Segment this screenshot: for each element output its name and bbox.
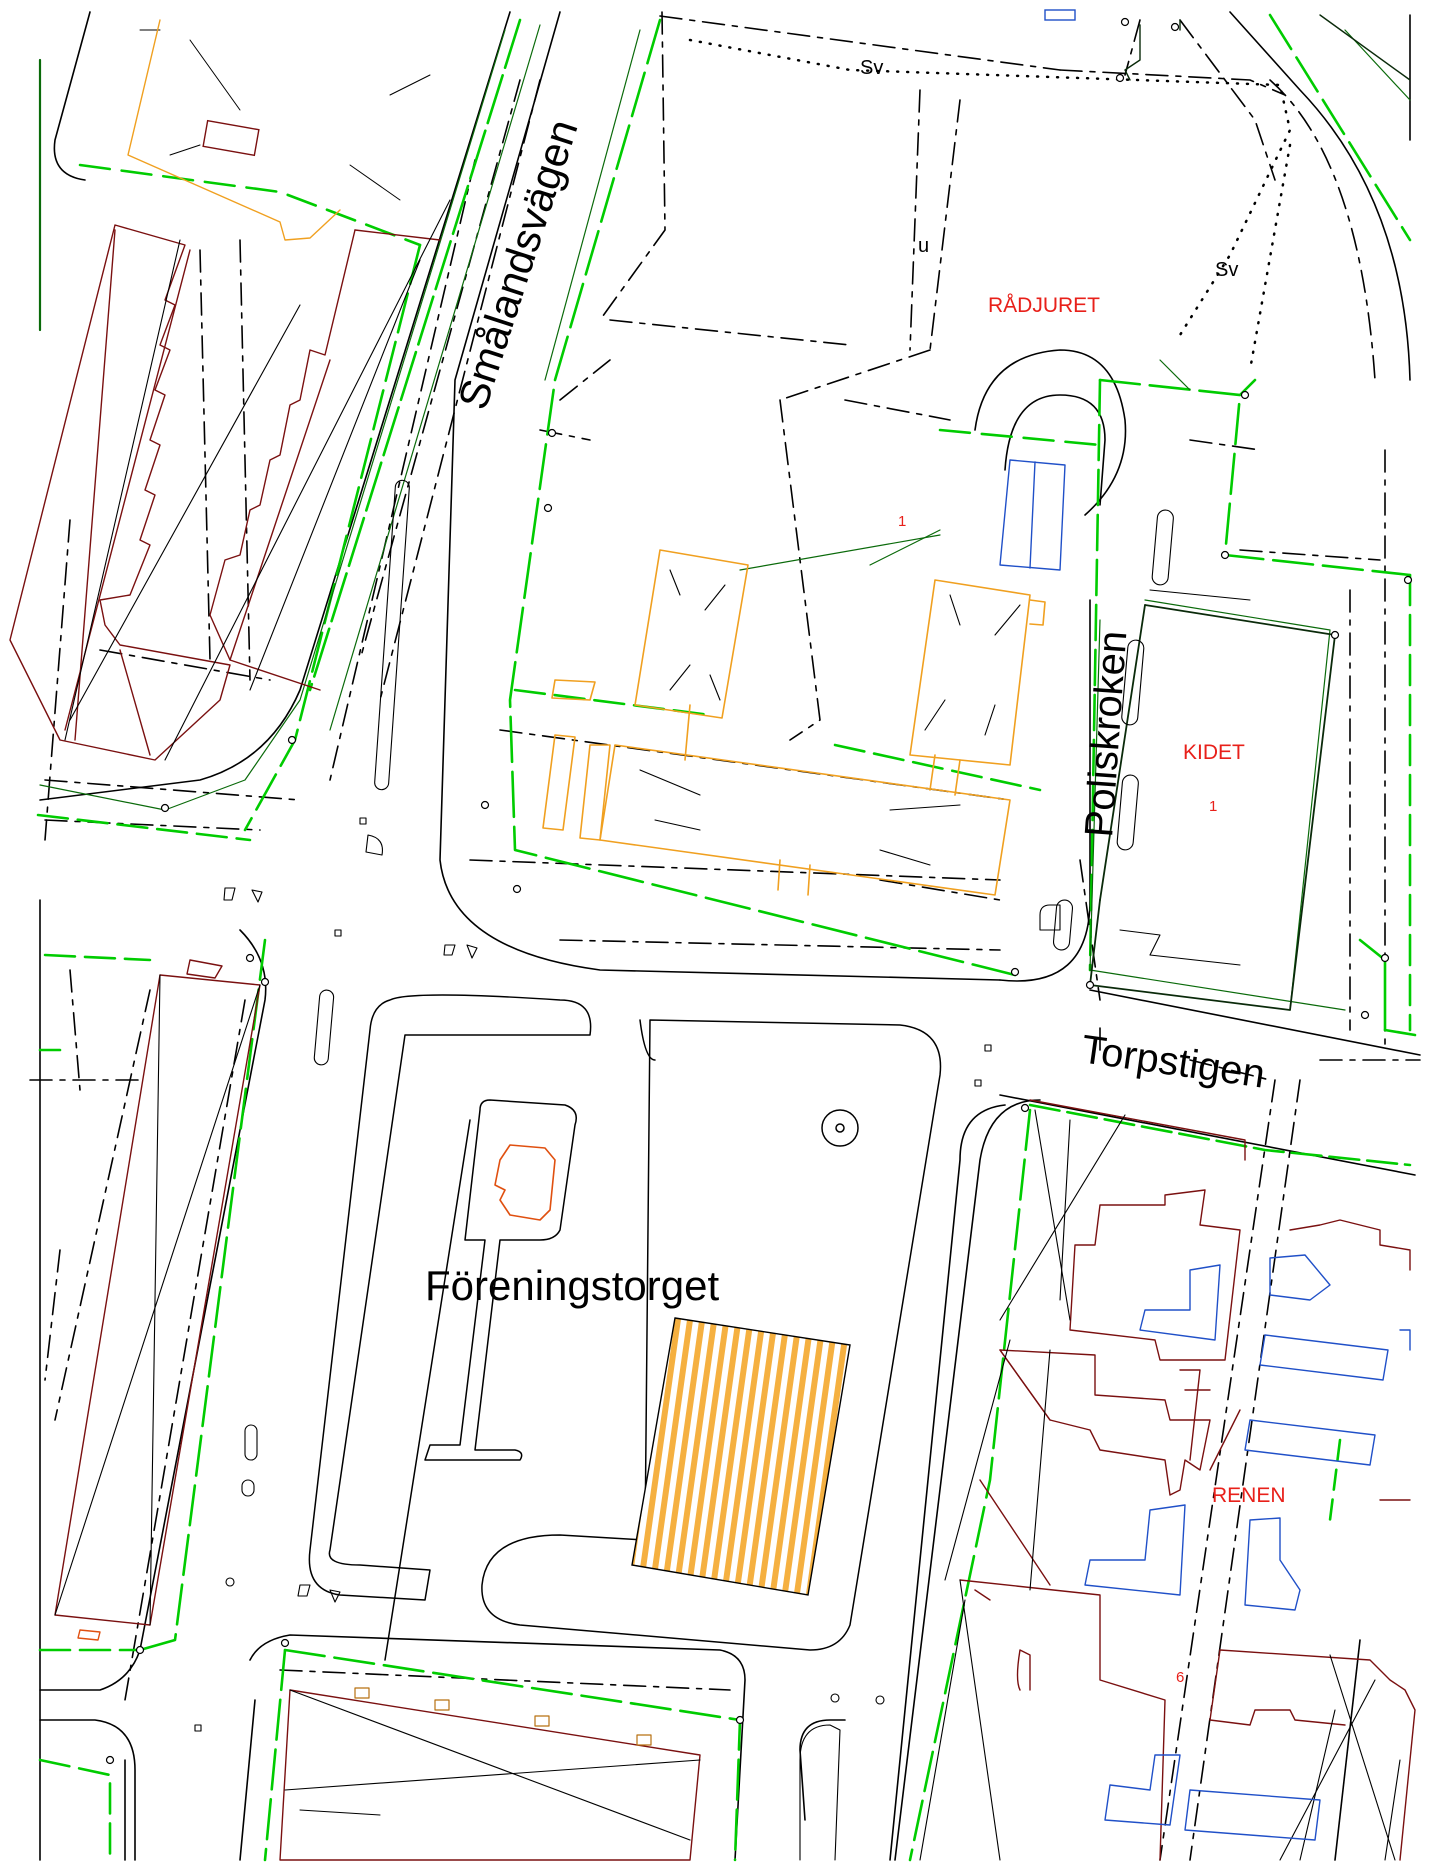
annex-buildings <box>999 459 1066 571</box>
survey-points <box>105 17 1413 1765</box>
dotted-boundary <box>688 38 1292 372</box>
street-label-poliskroken: Poliskroken <box>1077 629 1135 838</box>
block-labels: RÅDJURET KIDET RENEN <box>988 294 1286 1507</box>
renen-diagonals <box>919 1109 1401 1861</box>
northeast-blue-box <box>1044 9 1076 21</box>
road-edges <box>39 11 1421 1861</box>
parcel-number-school: 1 <box>898 513 906 530</box>
orange-boundary <box>127 19 341 241</box>
square-fountain <box>494 1144 556 1221</box>
code-labels: Sv Sv u 1 1 6 <box>860 57 1238 1686</box>
west-narrow-diagonals <box>54 974 261 1626</box>
street-label-torpstigen: Torpstigen <box>1079 1027 1268 1096</box>
courtyard-features <box>139 29 431 201</box>
parcel-number-kidet: 1 <box>1209 798 1217 815</box>
block-label-kidet: KIDET <box>1183 741 1245 764</box>
code-label-u: u <box>918 235 929 257</box>
cadastral-dashed <box>29 11 1421 1861</box>
south-building-boxes <box>354 1687 652 1746</box>
west-residential-diagonals <box>64 199 451 761</box>
street-labels: Smålandsvägen Poliskroken Torpstigen För… <box>425 114 1268 1309</box>
kidet-building <box>1089 604 1336 1011</box>
hatched-area <box>631 1317 851 1596</box>
south-building-lines <box>284 1689 701 1841</box>
school-buildings <box>542 549 1046 896</box>
parcel-number-renen: 6 <box>1176 1669 1184 1686</box>
code-label-sv-top: Sv <box>860 57 883 79</box>
kidet-inner <box>1052 509 1251 966</box>
code-label-sv-right: Sv <box>1215 259 1238 281</box>
square-outlines <box>308 994 942 1661</box>
renen-buildings <box>959 1099 1416 1861</box>
renen-annexes <box>1084 1254 1411 1841</box>
school-roof-lines <box>639 569 1021 866</box>
place-label-foreningstorget: Föreningstorget <box>425 1262 719 1309</box>
block-label-radjuret: RÅDJURET <box>988 294 1100 317</box>
block-label-renen: RENEN <box>1212 1484 1286 1507</box>
shed-building <box>202 119 260 157</box>
south-building <box>279 1689 701 1861</box>
northeast-features <box>1124 14 1411 81</box>
west-residential-building <box>9 224 441 761</box>
street-furniture <box>194 479 1061 1861</box>
road-centerlines <box>38 24 1411 1011</box>
